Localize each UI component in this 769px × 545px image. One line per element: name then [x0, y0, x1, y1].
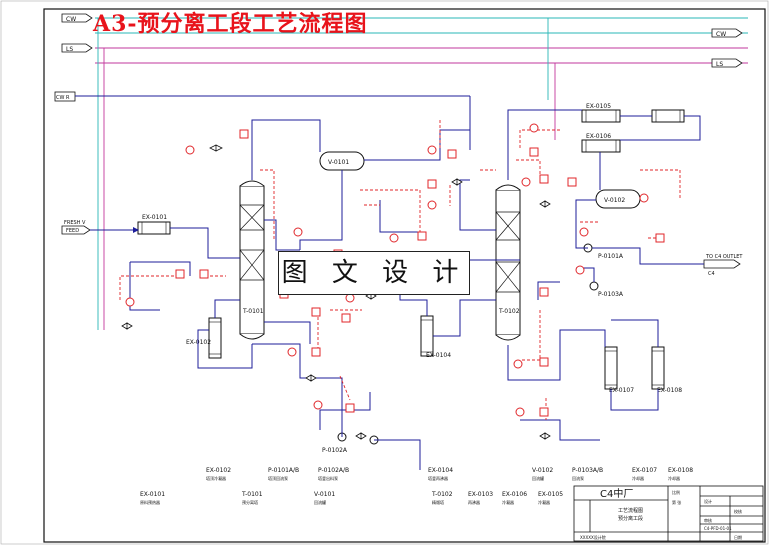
vessel-v0102: V-0102 [595, 189, 641, 209]
legend-r2-desc-5: 再沸器 [468, 499, 480, 505]
exchanger-ex0102: EX-0102 [186, 317, 222, 359]
legend-r2-desc-1: 原料预热器 [140, 499, 160, 505]
vessel-v0101: V-0101 [319, 151, 365, 171]
feed-inlet-label: FRESH V [64, 220, 86, 226]
legend-r2-tag-7: EX-0105 [538, 491, 563, 498]
legend-r2-tag-2: T-0101 [241, 491, 263, 498]
title-block-scale: 比例 [672, 489, 680, 495]
pump-p0101a: P-0101A P-0103A [583, 243, 624, 298]
exchanger-ex0105-label: EX-0105 [586, 103, 611, 110]
instrument-bubbles [125, 123, 649, 417]
legend-r1-desc-3: 塔釜出料泵 [318, 475, 338, 481]
legend-r1-tag-7: EX-0107 [632, 467, 657, 474]
feed-inlet: FRESH V FEED [61, 220, 139, 235]
vessel-v0101-label: V-0101 [328, 159, 349, 166]
legend-r2-tag-3: V-0101 [314, 491, 335, 498]
column-t0102-label: T-0102 [498, 308, 520, 315]
title-block-checker: 校核 [734, 508, 742, 514]
legend-r1-desc-8: 冷却器 [668, 475, 680, 481]
pump-p0103a-label: P-0103A [598, 291, 624, 298]
utility-tag-cw-left: CW [61, 13, 93, 23]
exchanger-ex0104: EX-0104 [420, 315, 451, 359]
valves [121, 144, 551, 440]
utility-tag-ls-left-label: LS [66, 46, 73, 53]
legend-r2-tag-4: T-0102 [431, 491, 453, 498]
legend-r1-desc-2: 塔顶回流泵 [268, 475, 288, 481]
legend-r2-desc-7: 冷凝器 [538, 499, 550, 505]
exchanger-ex0104-label: EX-0104 [426, 352, 451, 359]
column-t0101: T-0101 [239, 180, 265, 340]
legend-r1-tag-6: P-0103A/B [572, 467, 603, 474]
title-block-name-1: 工艺流程图 [618, 507, 643, 514]
utility-tag-ls-left: LS [61, 43, 93, 53]
legend-r1-tag-8: EX-0108 [668, 467, 693, 474]
title-block-designer: 设计 [704, 498, 712, 504]
legend-r1-desc-1: 塔顶冷凝器 [206, 475, 226, 481]
product-outlet: TO C4 OUTLET C4 [703, 254, 743, 277]
feed-inlet-tag: FEED [66, 228, 79, 234]
utility-tag-cw-right: CW [711, 28, 743, 38]
exchanger-ex0102-label: EX-0102 [186, 339, 211, 346]
utility-tag-cwr-label: CW R [56, 95, 70, 101]
legend-r1-tag-5: V-0102 [532, 467, 553, 474]
exchanger-ex0108: EX-0108 [651, 346, 682, 394]
legend-r2-tag-1: EX-0101 [140, 491, 165, 498]
product-outlet-tag: C4 [708, 271, 715, 277]
column-t0101-label: T-0101 [242, 308, 264, 315]
drawing-title: A3-预分离工段工艺流程图 [93, 11, 368, 37]
pump-p0101a-label: P-0101A [598, 253, 624, 260]
legend-r2-desc-4: 精馏塔 [432, 499, 444, 505]
drawing-border [43, 8, 766, 543]
title-block-date: 日期 [734, 534, 742, 540]
legend-r2-tag-5: EX-0103 [468, 491, 493, 498]
pump-p0102a-label: P-0102A [322, 447, 348, 454]
exchanger-ex0107-label: EX-0107 [609, 387, 634, 394]
legend-r1-tag-3: P-0102A/B [318, 467, 349, 474]
title-block [573, 485, 764, 542]
exchanger-ex0101: EX-0101 [137, 214, 171, 235]
title-block-project: C4中厂 [600, 487, 633, 500]
utility-tag-cw-right-label: CW [716, 31, 726, 38]
signal-lines [119, 120, 681, 420]
exchanger-ex0101-label: EX-0101 [142, 214, 167, 221]
legend: EX-0102 塔顶冷凝器 P-0101A/B 塔顶回流泵 P-0102A/B … [140, 467, 693, 505]
legend-r2-tag-6: EX-0106 [502, 491, 527, 498]
legend-r1-tag-4: EX-0104 [428, 467, 453, 474]
exchanger-ex0107: EX-0107 [604, 346, 634, 394]
legend-r1-tag-2: P-0101A/B [268, 467, 299, 474]
title-block-drawing-no: C4-PFD-01-01 [704, 526, 732, 531]
legend-r1-desc-5: 回流罐 [532, 475, 544, 481]
exchanger-ex0105: EX-0105 [581, 103, 621, 123]
legend-r2-desc-2: 预分离塔 [242, 499, 258, 505]
exchanger-ex0106: EX-0106 [581, 133, 621, 153]
utility-tag-ls-right-label: LS [716, 61, 723, 68]
title-block-approver: 审核 [704, 517, 712, 523]
product-outlet-label: TO C4 OUTLET [705, 254, 743, 260]
title-block-text: C4中厂 工艺流程图 预分离工段 比例 第 张 设计 校核 审核 C4-PFD-… [580, 487, 742, 540]
legend-r1-tag-1: EX-0102 [206, 467, 231, 474]
legend-r2-desc-6: 冷凝器 [502, 499, 514, 505]
legend-r1-desc-4: 塔釜再沸器 [428, 475, 448, 481]
pump-p0102a: P-0102A [322, 432, 379, 454]
vessel-v0102-label: V-0102 [604, 197, 625, 204]
column-t0102: T-0102 [495, 184, 521, 341]
utility-tag-cwr-left: CW R [54, 91, 76, 102]
watermark-label: 图 文 设 计 [278, 251, 470, 295]
title-block-company: XXXXX设计院 [580, 534, 606, 540]
exchanger-ex0108-label: EX-0108 [657, 387, 682, 394]
utility-tag-ls-right: LS [711, 58, 743, 68]
legend-r1-desc-6: 回流泵 [572, 475, 584, 481]
legend-r1-desc-7: 冷却器 [632, 475, 644, 481]
utility-tag-cw-left-label: CW [66, 16, 76, 23]
legend-r2-desc-3: 回流罐 [314, 499, 326, 505]
exchanger-ex0106-label: EX-0106 [586, 133, 611, 140]
exchanger-right-top [651, 109, 685, 123]
title-block-sheet: 第 张 [672, 499, 681, 505]
title-block-name-2: 预分离工段 [618, 515, 643, 522]
